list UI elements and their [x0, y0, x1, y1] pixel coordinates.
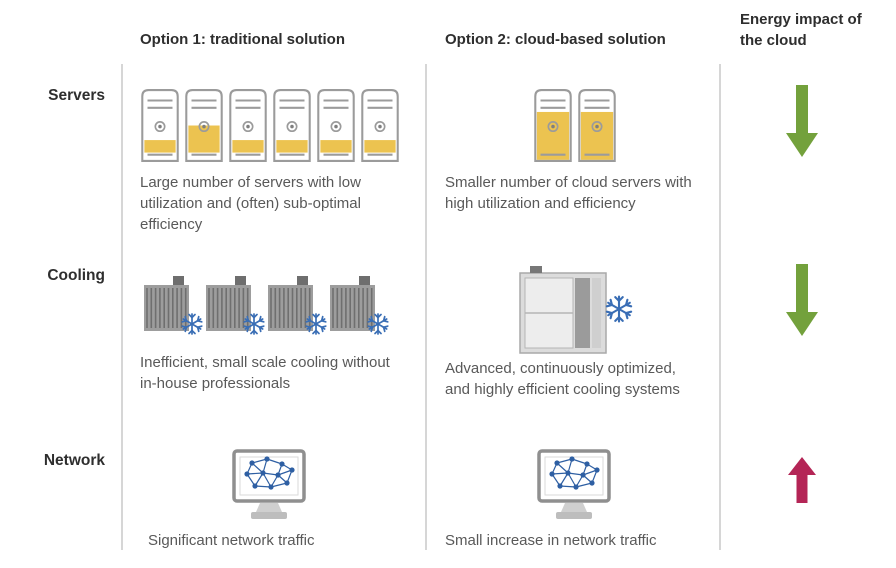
- server-tower-icon: [317, 89, 355, 162]
- network-option1-caption: Significant network traffic: [148, 532, 315, 549]
- cooling-unit-icon: [329, 275, 390, 338]
- server-tower-icon: [185, 89, 223, 162]
- cooling-option1-icons: [142, 272, 390, 338]
- cloud-server-tower-icon: [534, 89, 572, 162]
- network-monitor-icon: [537, 449, 611, 520]
- red-up-arrow-icon: [788, 457, 816, 503]
- green-down-arrow-icon: [786, 85, 818, 157]
- cooling-unit-icon: [267, 275, 328, 338]
- large-cooling-unit-icon: [519, 265, 634, 354]
- servers-option2-icons: [533, 88, 617, 163]
- server-tower-icon: [273, 89, 311, 162]
- cooling-unit-icon: [205, 275, 266, 338]
- row-label-servers: Servers: [48, 87, 105, 104]
- column-divider: [425, 64, 427, 550]
- cooling-unit-icon: [143, 275, 204, 338]
- servers-option1-icons: [140, 88, 400, 163]
- column-divider: [719, 64, 721, 550]
- cloud-server-tower-icon: [578, 89, 616, 162]
- option2-column-header: Option 2: cloud-based solution: [445, 31, 666, 48]
- energy-impact-column-header: Energy impact of the cloud: [740, 11, 862, 49]
- servers-option1-caption: Large number of servers with low utiliza…: [140, 174, 361, 233]
- cooling-option1-caption: Inefficient, small scale cooling without…: [140, 354, 390, 392]
- servers-option2-caption: Smaller number of cloud servers with hig…: [445, 174, 692, 212]
- snowflake-icon: [606, 297, 631, 322]
- server-tower-icon: [361, 89, 399, 162]
- row-label-cooling: Cooling: [47, 267, 105, 284]
- green-down-arrow-icon: [786, 264, 818, 336]
- cooling-option2-caption: Advanced, continuously optimized, and hi…: [445, 360, 680, 398]
- column-divider: [121, 64, 123, 550]
- server-tower-icon: [229, 89, 267, 162]
- network-monitor-icon: [232, 449, 306, 520]
- option1-column-header: Option 1: traditional solution: [140, 31, 345, 48]
- row-label-network: Network: [43, 452, 105, 469]
- server-tower-icon: [141, 89, 179, 162]
- network-option2-caption: Small increase in network traffic: [445, 532, 657, 549]
